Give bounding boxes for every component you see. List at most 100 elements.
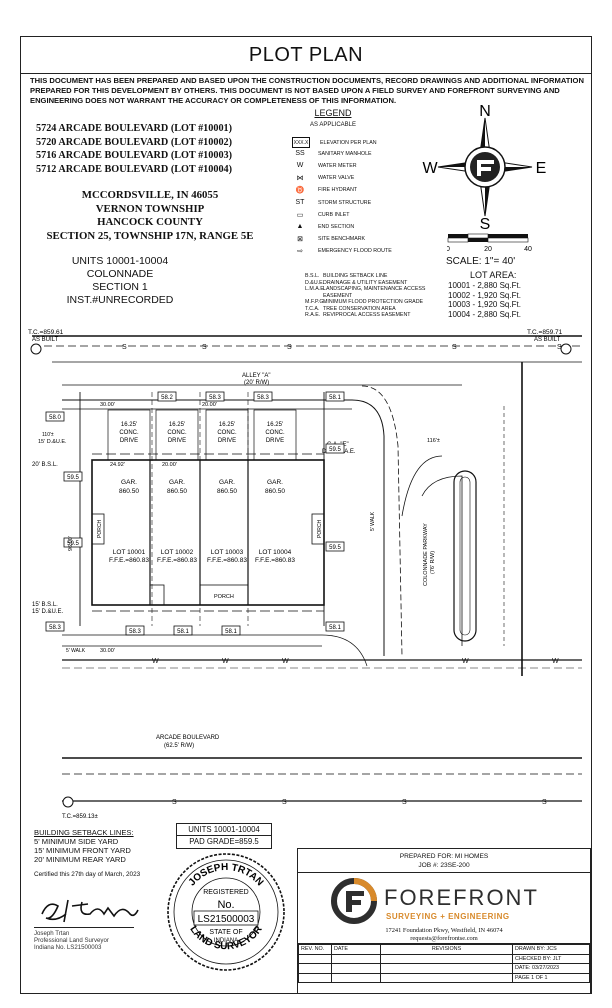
storm-structure-icon: ST <box>295 199 305 206</box>
end-section-icon: ▲ <box>296 223 304 231</box>
porch-label: PORCH <box>214 594 234 600</box>
legend-subtitle: AS APPLICABLE <box>309 122 357 128</box>
legend-label: SANITARY MANHOLE <box>318 150 372 157</box>
as-built-left: AS BUILT <box>32 337 59 343</box>
svg-text:S: S <box>202 344 207 351</box>
arcade-label: ARCADE BOULEVARD <box>156 735 220 741</box>
legend-label: STORM STRUCTURE <box>318 199 372 206</box>
legend-label: WATER VALVE <box>318 175 355 182</box>
due-15-bottom: 15' D.&U.E. <box>32 609 63 615</box>
concrete-drives <box>107 409 297 461</box>
elevation-value: 59.5 <box>67 541 79 547</box>
scale-tick: 20 <box>484 246 492 253</box>
colonnade-parkway <box>401 362 523 676</box>
lot-name: LOT 10001 <box>113 549 146 556</box>
drive-label: DRIVE <box>266 438 284 444</box>
elevation-value: 58.1 <box>329 395 341 401</box>
porches <box>91 513 325 606</box>
company-address: 17241 Foundation Pkwy, Westfield, IN 460… <box>385 927 503 934</box>
surveyor-line: Joseph Trtan <box>34 930 70 937</box>
legend-label: FIRE HYDRANT <box>318 187 358 194</box>
lot-area-row: 10004 - 2,880 Sq.Ft. <box>448 309 521 319</box>
porch-label: PORCH <box>317 520 323 538</box>
legend-label: END SECTION <box>318 223 355 230</box>
rev-header: REV. NO. <box>298 944 332 955</box>
lot-name: LOT 10003 <box>211 549 244 556</box>
scale-tick: 40 <box>524 246 532 253</box>
due-15-top: 15' D.&U.E. <box>38 439 67 445</box>
surveyor-signature <box>41 899 139 923</box>
elevation-value: 58.3 <box>49 625 61 631</box>
svg-text:W: W <box>462 658 469 665</box>
svg-text:S: S <box>282 799 287 806</box>
abbreviation-value: TREE CONSERVATION AREA <box>323 305 396 312</box>
svg-text:S: S <box>542 799 547 806</box>
walk-label: 5' WALK <box>370 511 376 531</box>
colonnade-label: COLONNADE PARKWAY <box>423 523 429 586</box>
dim-2492: 24.92' <box>110 462 125 468</box>
sanitary-manhole-icon: SS <box>295 150 305 158</box>
drive-width: 16.25' <box>121 422 137 428</box>
drive-label: DRIVE <box>120 438 138 444</box>
lot-area-row: 10002 - 1,920 Sq.Ft. <box>448 290 521 300</box>
legend-label: EMERGENCY FLOOD ROUTE <box>318 248 392 255</box>
address-list: 5724 ARCADE BOULEVARD (LOT #10001) 5720 … <box>36 122 232 176</box>
elevation-box <box>63 537 83 548</box>
north-arrow-compass: N S W E <box>422 104 547 230</box>
setback-line: 20' MINIMUM REAR YARD <box>34 855 126 864</box>
company-tagline: SURVEYING + ENGINEERING <box>386 912 510 921</box>
setback-line: 5' MINIMUM SIDE YARD <box>34 837 119 846</box>
checked-by: CHECKED BY: JLT <box>512 953 590 965</box>
elevation-value: 58.3 <box>209 395 221 401</box>
dim-96: 96.00' <box>68 536 74 551</box>
tc-left-label: T.C.=859.61 <box>28 329 64 336</box>
tc-right-label: T.C.=859.71 <box>527 329 563 336</box>
setback-line: 15' MINIMUM FRONT YARD <box>34 846 131 855</box>
drive-width: 16.25' <box>267 422 283 428</box>
units-block: UNITS 10001-10004 COLONNADE SECTION 1 IN… <box>30 255 210 307</box>
svg-text:S: S <box>287 344 292 351</box>
dim-30-top: 30.00' <box>100 402 115 408</box>
page-title: PLOT PLAN <box>20 36 592 74</box>
elevation-value: 59.5 <box>329 447 341 453</box>
location-block: MCCORDSVILLE, IN 46055 VERNON TOWNSHIP H… <box>30 189 270 243</box>
as-built-right: AS BUILT <box>534 337 561 343</box>
address-line: 5716 ARCADE BOULEVARD (LOT #10003) <box>36 150 233 161</box>
lot-area-row: 10001 - 2,880 Sq.Ft. <box>448 281 521 290</box>
units-line: UNITS 10001-10004 <box>71 255 169 267</box>
surveyor-seal: JOSEPH TRTAN LAND SURVEYOR REGISTERED No… <box>167 853 285 971</box>
surveyor-line: Professional Land Surveyor <box>34 937 109 945</box>
units-line: INST.#UNRECORDED <box>66 294 174 306</box>
compass-e: E <box>536 160 547 177</box>
lot-area-row: 10003 - 1,920 Sq.Ft. <box>448 300 521 309</box>
abbreviation-row: B.S.L.BUILDING SETBACK LINE <box>305 273 441 280</box>
top-road <box>32 335 582 386</box>
abbreviation-key: D.&U.E. <box>305 279 325 286</box>
abbreviation-key: T.C.A. <box>305 305 320 312</box>
seal-state: STATE OF <box>209 929 242 936</box>
units-box-units: UNITS 10001-10004 <box>177 824 271 836</box>
elevation-box-icon: XXX.X <box>292 137 310 148</box>
location-line: HANCOCK COUNTY <box>97 216 203 228</box>
seal-indiana: INDIANA <box>214 938 238 944</box>
signature-line <box>34 927 134 928</box>
location-line: SECTION 25, TOWNSHIP 17N, RANGE 5E <box>46 229 254 242</box>
elevation-box <box>325 541 345 552</box>
garage-elevation: 860.50 <box>265 488 285 495</box>
abbreviation-row: R.A.E.REVIPROCAL ACCESS EASEMENT <box>305 312 441 319</box>
abbreviation-value: REVIPROCAL ACCESS EASEMENT <box>323 312 411 319</box>
water-valve-icon: ⋈ <box>296 175 304 183</box>
company-name: FOREFRONT <box>384 885 539 910</box>
colonnade-rw: (76' R/W) <box>430 551 436 574</box>
disclaimer-text: THIS DOCUMENT HAS BEEN PREPARED AND BASE… <box>30 76 584 105</box>
drive-width: 16.25' <box>219 422 235 428</box>
location-line: VERNON TOWNSHIP <box>95 202 205 215</box>
legend-label: CURB INLET <box>318 211 350 218</box>
bsl-20: 20' B.S.L. <box>32 462 58 468</box>
company-address-block: 17241 Foundation Pkwy, Westfield, IN 460… <box>298 927 590 943</box>
walk-bottom: 5' WALK <box>66 648 86 654</box>
bsl-15: 15' B.S.L. <box>32 602 58 608</box>
company-email[interactable]: requests@forefrontse.com <box>410 935 478 942</box>
